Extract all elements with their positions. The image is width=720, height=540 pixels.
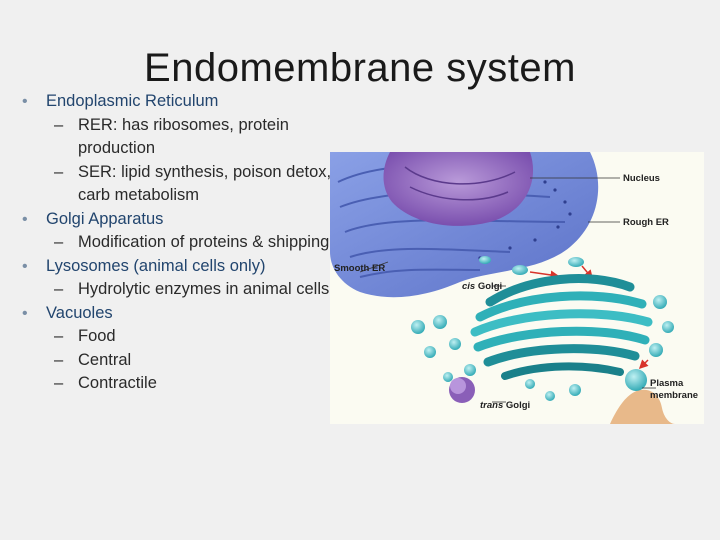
sub-bullet-text: SER: lipid synthesis, poison detox, carb…: [78, 162, 332, 205]
dash-icon: –: [54, 233, 64, 251]
label-plasma-membrane-line1: Plasma: [650, 378, 684, 389]
bullet-icon: •: [22, 93, 28, 110]
label-plasma-membrane-line2: membrane: [650, 390, 698, 401]
bullet-item: • Lysosomes (animal cells only): [22, 255, 342, 279]
sub-bullet-item: – RER: has ribosomes, protein production: [22, 114, 342, 161]
label-cis-golgi: cis Golgi: [462, 281, 502, 292]
sub-bullet-item: – Food: [22, 325, 342, 349]
lysosome: [449, 377, 475, 403]
label-trans-golgi: trans Golgi: [480, 400, 530, 411]
sub-bullet-text: RER: has ribosomes, protein production: [78, 115, 289, 158]
label-rough-er: Rough ER: [623, 217, 669, 228]
dash-icon: –: [54, 162, 64, 181]
plasma-membrane: [610, 359, 675, 424]
sub-bullet-item: – Hydrolytic enzymes in animal cells: [22, 278, 342, 302]
bullet-icon: •: [22, 257, 28, 275]
sub-bullet-text: Contractile: [78, 374, 157, 392]
sub-bullet-text: Hydrolytic enzymes in animal cells: [78, 280, 330, 298]
dash-icon: –: [54, 280, 64, 298]
bullet-list: • Endoplasmic Reticulum – RER: has ribos…: [22, 90, 342, 396]
sub-bullet-text: Food: [78, 327, 116, 345]
bullet-item: • Vacuoles: [22, 302, 342, 326]
label-nucleus: Nucleus: [623, 173, 660, 184]
sub-bullet-item: – Central: [22, 349, 342, 373]
bullet-text: Lysosomes (animal cells only): [46, 256, 266, 275]
bullet-item: • Endoplasmic Reticulum: [22, 90, 342, 114]
label-cis-suffix: Golgi: [475, 281, 502, 292]
label-trans-suffix: Golgi: [503, 400, 530, 411]
bullet-icon: •: [22, 304, 28, 322]
sub-bullet-item: – Contractile: [22, 372, 342, 396]
label-cis-prefix: cis: [462, 281, 475, 292]
label-smooth-er: Smooth ER: [334, 263, 385, 274]
diagram-svg: Nucleus Rough ER Smooth ER cis Golgi tra…: [330, 152, 698, 424]
dash-icon: –: [54, 374, 64, 392]
bullet-text: Golgi Apparatus: [46, 209, 164, 228]
dash-icon: –: [54, 350, 64, 369]
label-trans-prefix: trans: [480, 400, 503, 411]
nucleus-shape: [383, 152, 534, 226]
dash-icon: –: [54, 115, 64, 134]
bullet-item: • Golgi Apparatus: [22, 208, 342, 232]
sub-bullet-item: – SER: lipid synthesis, poison detox, ca…: [22, 161, 342, 208]
bullet-text: Vacuoles: [46, 303, 113, 322]
slide-title: Endomembrane system: [144, 46, 576, 90]
bullet-text: Endoplasmic Reticulum: [46, 92, 219, 110]
golgi-apparatus: [470, 274, 653, 380]
golgi-vesicles: [411, 295, 674, 401]
endomembrane-diagram: Nucleus Rough ER Smooth ER cis Golgi tra…: [330, 152, 704, 424]
leader-lines: [359, 177, 656, 403]
dash-icon: –: [54, 327, 64, 345]
sub-bullet-text: Central: [78, 350, 132, 369]
sub-bullet-item: – Modification of proteins & shipping: [22, 231, 342, 255]
bullet-icon: •: [22, 210, 28, 228]
sub-bullet-text: Modification of proteins & shipping: [78, 233, 330, 251]
